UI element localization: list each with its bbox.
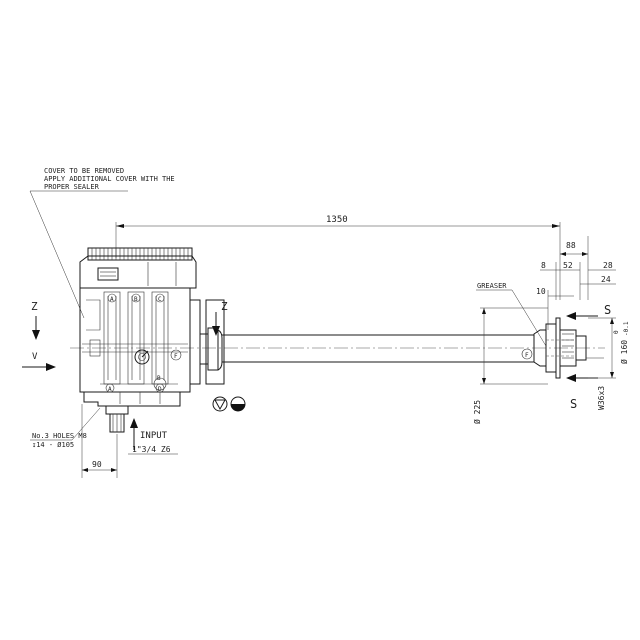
greaser-note: GREASER: [476, 282, 547, 347]
cover-note-line3: PROPER SEALER: [44, 183, 100, 191]
section-z-left-label: Z: [31, 300, 38, 313]
dim-52-label: 52: [563, 261, 573, 270]
section-z-right: Z: [212, 300, 228, 336]
rotation-triangle-icon: [212, 396, 228, 412]
gearbox-output-flange: [199, 299, 225, 385]
port-f-shaft: F: [525, 352, 529, 359]
port-b-top-circle: [131, 293, 141, 303]
port-a-top-circle: [107, 293, 117, 303]
output-flange: [533, 317, 587, 379]
dimension-90: 90: [81, 404, 118, 478]
port-c-top-circle: [155, 293, 165, 303]
cover-note: COVER TO BE REMOVED APPLY ADDITIONAL COV…: [29, 167, 175, 319]
cover-note-line2: APPLY ADDITIONAL COVER WITH THE: [44, 175, 175, 183]
view-v-label: V: [32, 352, 38, 362]
port-f-gearbox: F: [174, 353, 178, 360]
port-b-bottom: B: [157, 375, 161, 382]
port-f-gearbox-circle: [170, 349, 182, 361]
gearbox-housing: A B C A D B F: [79, 247, 201, 407]
flange-dimensions: 88 52 8 28 24 10: [536, 236, 616, 330]
input-hub: [134, 349, 150, 365]
input-label: INPUT: [140, 431, 168, 441]
port-c-top: C: [158, 296, 162, 303]
holes-note-line1: No.3 HOLES M8: [32, 432, 87, 440]
port-a-bottom-circle: [105, 383, 115, 393]
input-shaft: INPUT 1"3/4 Z6: [105, 405, 178, 455]
dim-dia-160-label: Ø 160: [619, 340, 629, 364]
main-tube: F: [222, 334, 534, 363]
dimension-dia-160: Ø 160 0 -0.1: [588, 317, 630, 379]
cover-note-line1: COVER TO BE REMOVED: [44, 167, 124, 175]
dim-28-label: 28: [603, 261, 613, 270]
dim-8-label: 8: [541, 261, 546, 270]
input-shaft-spec: 1"3/4 Z6: [132, 445, 171, 454]
section-s-bottom: S: [570, 397, 577, 411]
port-f-shaft-circle: [521, 348, 533, 360]
dimension-dia-225: Ø 225: [472, 307, 548, 424]
view-arrow-v: V: [22, 352, 56, 371]
dim-24-label: 24: [601, 275, 611, 284]
port-a-top: A: [110, 296, 114, 303]
port-d-bottom-circle: [155, 383, 165, 393]
rotation-symbols: [212, 396, 246, 412]
port-a-bottom: A: [108, 386, 112, 393]
dim-dia-160-tol-bottom: -0.1: [623, 321, 630, 336]
section-s-top: S: [604, 303, 611, 317]
dimension-1350: 1350: [115, 215, 561, 300]
dim-88-label: 88: [566, 241, 576, 250]
dim-90-label: 90: [92, 460, 102, 469]
greaser-label: GREASER: [477, 282, 507, 290]
port-d-bottom: D: [158, 386, 162, 393]
section-z-left: Z: [31, 300, 40, 340]
port-b-top: B: [134, 296, 138, 303]
dim-1350-label: 1350: [326, 215, 348, 225]
dim-10-label: 10: [536, 287, 546, 296]
section-s: S S: [566, 303, 611, 411]
holes-note: No.3 HOLES M8 ↧14 - Ø105: [30, 407, 101, 449]
dim-dia-225-label: Ø 225: [472, 400, 482, 424]
holes-note-line2: ↧14 - Ø105: [32, 441, 74, 449]
dim-dia-160-tol-top: 0: [613, 330, 620, 334]
spline-spec: W36x3: [586, 357, 606, 410]
spline-label: W36x3: [597, 386, 606, 410]
